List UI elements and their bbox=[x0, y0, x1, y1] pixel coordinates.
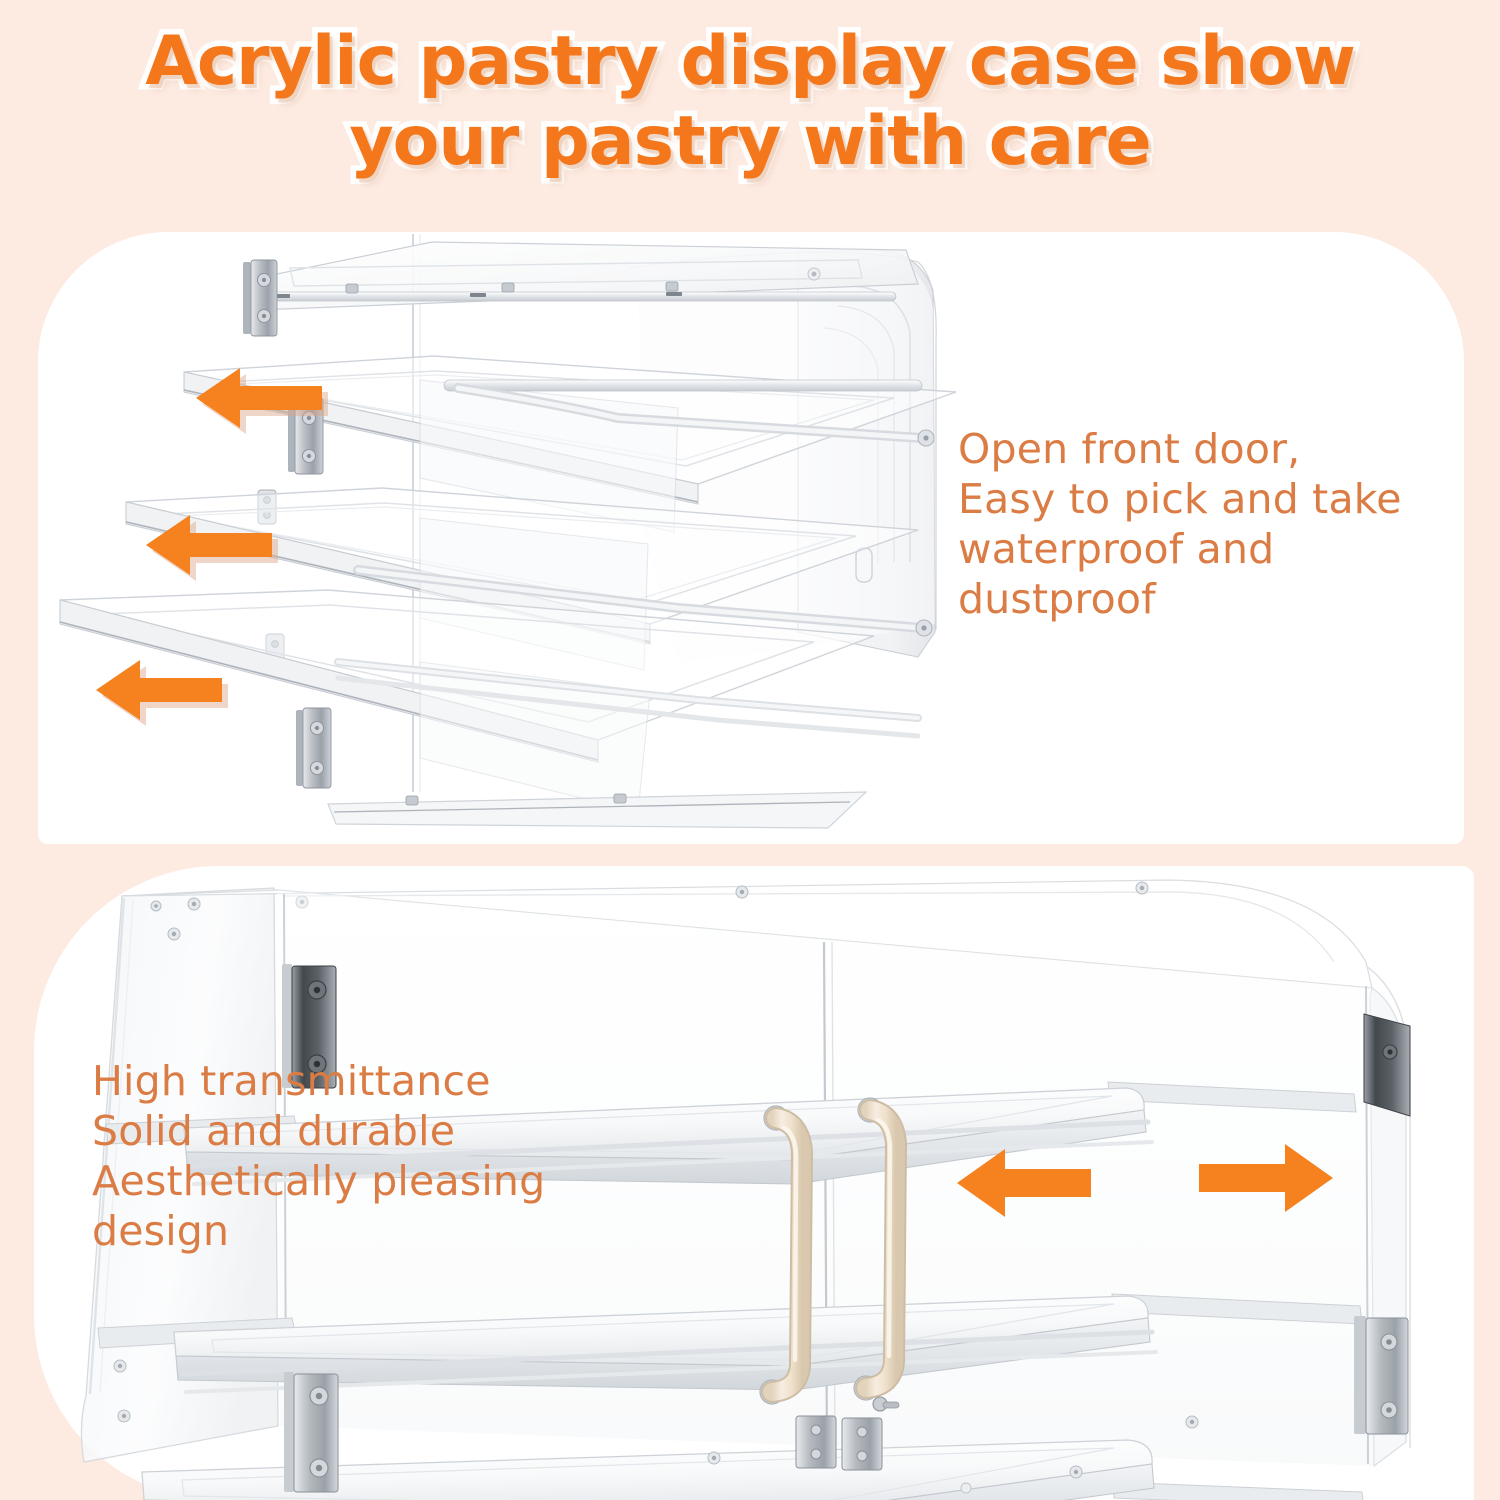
tray-pull-arrow-top bbox=[196, 368, 336, 440]
door-slide-arrow-left bbox=[955, 1145, 1105, 1223]
page-title-line-1: Acrylic pastry display case show bbox=[140, 17, 1362, 107]
bottom-panel-feature-text: High transmittance Solid and durable Aes… bbox=[92, 1057, 546, 1255]
page-title-line-2: your pastry with care bbox=[344, 97, 1157, 187]
door-slide-arrow-right bbox=[1185, 1140, 1335, 1218]
tray-pull-arrow-middle bbox=[146, 515, 286, 587]
top-panel-feature-text: Open front door, Easy to pick and take w… bbox=[958, 425, 1402, 623]
page-title: Acrylic pastry display case show your pa… bbox=[0, 17, 1500, 187]
tray-pull-arrow-bottom bbox=[96, 660, 236, 732]
